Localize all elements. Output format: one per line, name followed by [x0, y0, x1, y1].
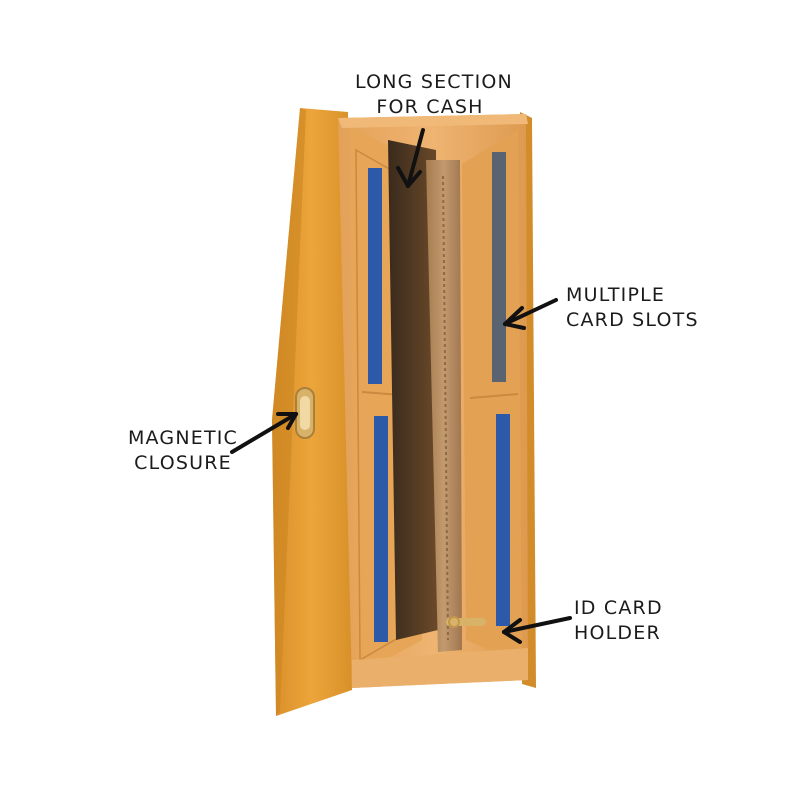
card-right-lower	[496, 414, 510, 626]
callout-id-line2: HOLDER	[574, 622, 661, 644]
callout-cash-line2: FOR CASH	[376, 96, 484, 118]
callout-closure-line1: MAGNETIC	[127, 427, 239, 449]
wallet-interior	[338, 114, 528, 688]
card-right-upper	[492, 152, 506, 382]
callout-id-holder: ID CARD HOLDER	[574, 596, 663, 646]
callout-cash-line1: LONG SECTION	[355, 71, 513, 93]
callout-cash-section: LONG SECTION FOR CASH	[355, 70, 513, 120]
callout-closure-line2: CLOSURE	[134, 452, 232, 474]
callout-cards-line1: MULTIPLE	[566, 284, 666, 306]
zipper-divider	[426, 160, 462, 652]
callout-magnetic-closure: MAGNETIC CLOSURE	[124, 426, 242, 476]
magnetic-snap	[295, 387, 315, 439]
cash-section	[388, 140, 438, 640]
zipper-pull	[446, 616, 486, 628]
callout-card-slots: MULTIPLE CARD SLOTS	[566, 283, 699, 333]
callout-cards-line2: CARD SLOTS	[566, 309, 699, 331]
callout-id-line1: ID CARD	[574, 597, 663, 619]
card-left-upper	[368, 168, 382, 384]
card-left-lower	[374, 416, 388, 642]
